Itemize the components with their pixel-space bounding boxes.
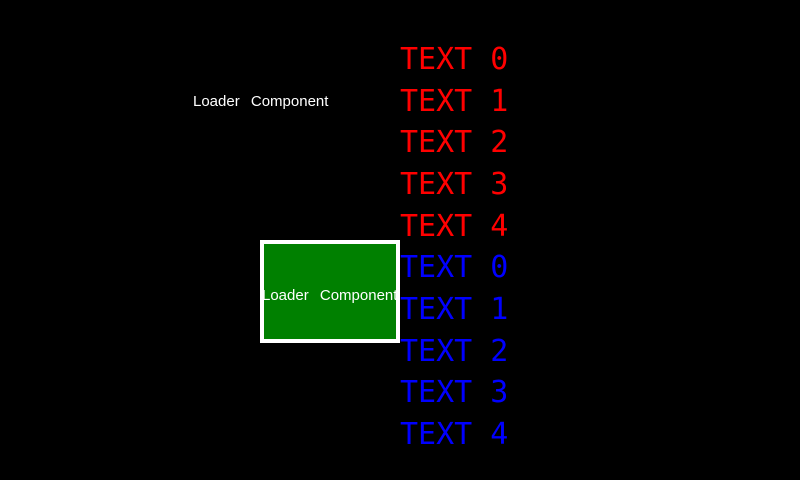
text-row-blue-list: TEXT 3 xyxy=(400,375,509,411)
text-row-blue-list: TEXT 4 xyxy=(400,416,509,452)
text-row-red-list: TEXT 1 xyxy=(400,83,509,119)
loader-component-box xyxy=(260,240,400,343)
loader-component-box-label: Loader Component xyxy=(262,288,396,303)
text-row-blue-list: TEXT 2 xyxy=(400,333,509,369)
text-row-red-list: TEXT 3 xyxy=(400,166,509,202)
text-column: TEXT 0 TEXT 1 TEXT 2 TEXT 3 TEXT 4 TEXT 0 TEXT… xyxy=(400,39,508,456)
text-row-blue-list: TEXT 1 xyxy=(400,291,509,327)
text-row-red-list: TEXT 2 xyxy=(400,125,509,161)
text-row-red-list: TEXT 0 xyxy=(400,42,509,77)
text-row-blue-list: TEXT 0 xyxy=(400,250,509,286)
loader-component-label: Loader Component xyxy=(193,93,329,110)
text-row-red-list: TEXT 4 xyxy=(400,208,509,244)
